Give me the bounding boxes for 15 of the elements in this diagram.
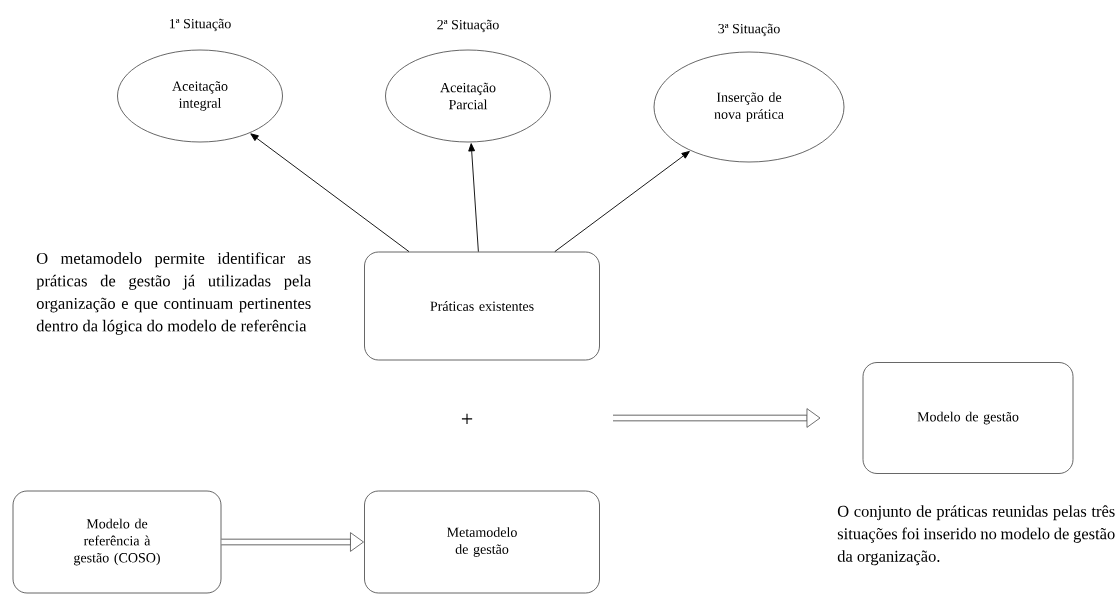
process-box: Modelo de referência à gestão (COSO): [12, 490, 222, 594]
note-text: O metamodelo permite identificar as práticas de gestão já utilizadas pela organização e que continuam pertinentes dentro da lógica do modelo de referência: [36, 252, 311, 335]
situation-heading: 1ª Situação: [169, 18, 231, 32]
situation-heading: 2ª Situação: [437, 19, 499, 33]
process-box: Metamodelo de gestão: [364, 490, 600, 594]
arrow: [468, 143, 479, 253]
note-text: O conjunto de práticas reunidas pelas três situações foi inserido no modelo de gestão da organização.: [837, 505, 1115, 566]
process-box: Práticas existentes: [364, 251, 600, 361]
block-arrow: [221, 532, 364, 552]
situation-heading: 3ª Situação: [718, 23, 780, 37]
plus-sign: +: [461, 413, 473, 425]
block-arrow: [613, 408, 821, 428]
arrow: [554, 151, 690, 253]
process-box: Modelo de gestão: [862, 362, 1074, 474]
arrow: [250, 133, 410, 253]
